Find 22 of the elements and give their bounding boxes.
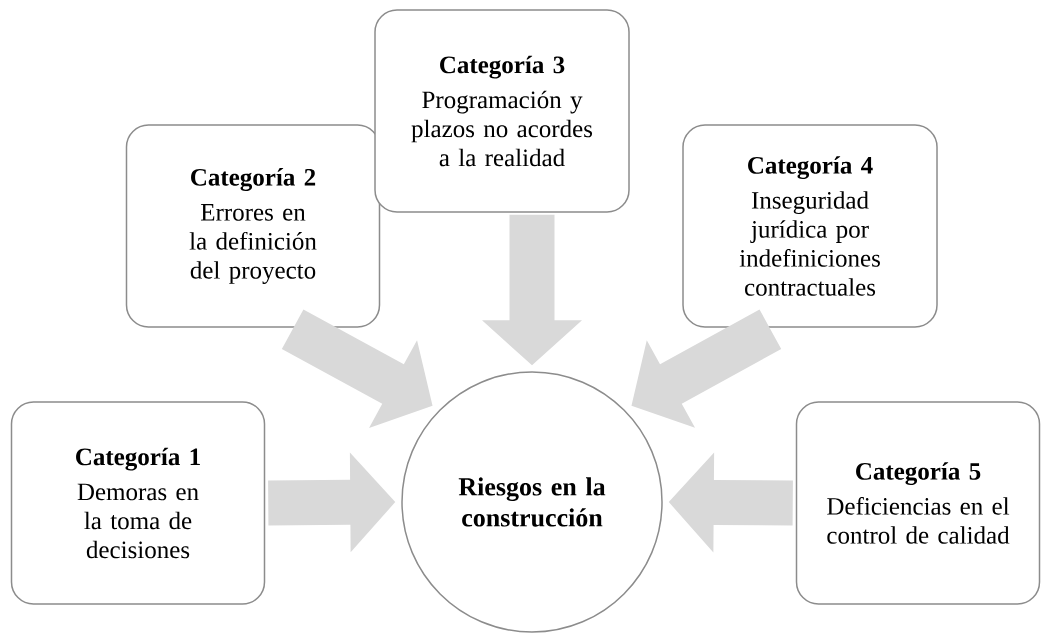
box-heading: Categoría 2 [191, 168, 316, 191]
box-text: Demoras en la toma de decisiones [77, 483, 199, 559]
block-arrow [631, 309, 782, 428]
box-text: Inseguridad jurídica por indefiniciones contractuales [739, 191, 880, 296]
circle-text: Riesgos en la construcción [458, 477, 606, 527]
box-heading: Categoría 4 [748, 156, 873, 180]
category-box [10, 401, 266, 605]
box-heading: Categoría 5 [856, 462, 981, 486]
box-text: Errores en la definición del proyecto [189, 204, 317, 284]
box-text: Programación y plazos no acordes a la realidad [411, 90, 593, 167]
category-box [682, 124, 938, 328]
block-arrow [482, 214, 582, 366]
block-arrow [668, 452, 793, 553]
box-heading: Categoría 3 [440, 55, 565, 79]
category-box [125, 124, 381, 328]
category-box [374, 9, 630, 213]
block-arrow [268, 452, 396, 553]
block-arrow [281, 309, 433, 428]
category-box [795, 401, 1041, 605]
center-circle [401, 371, 663, 633]
box-text: Deficiencias en el control de calidad [827, 496, 1010, 544]
box-heading: Categoría 1 [76, 447, 200, 471]
